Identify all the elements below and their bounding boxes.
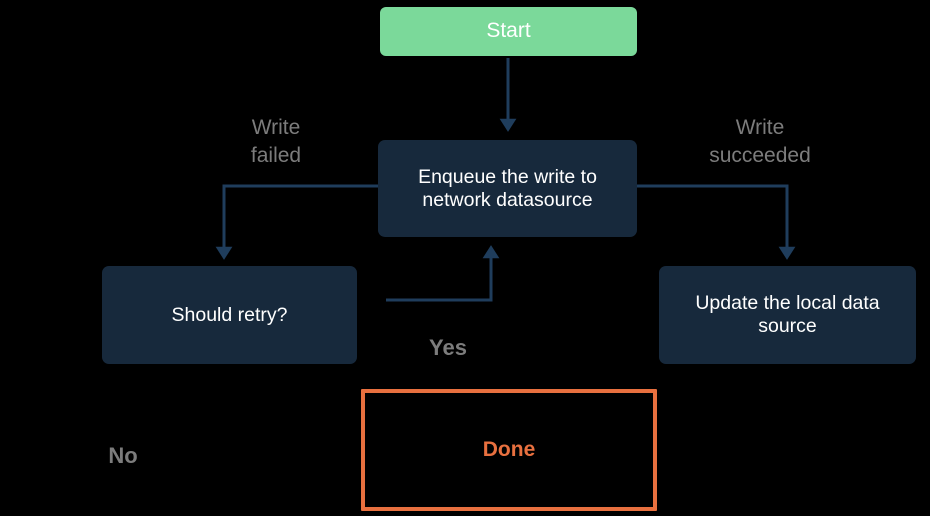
edge-label-write-failed: Write failed [250,116,302,168]
node-enqueue-write[interactable]: Enqueue the write to network datasource [378,140,637,237]
node-should-retry[interactable]: Should retry? [102,266,357,364]
edge-enqueue-to-should-retry [215,184,378,260]
edge-label-write-succeeded: Write succeeded [709,116,811,168]
node-done[interactable]: Done [361,389,657,511]
edge-label-yes: Yes [429,335,467,360]
node-update-local-data-source[interactable]: Update the local data source [659,266,916,364]
edge-should-retry-yes-to-enqueue [386,245,500,302]
node-start[interactable]: Start [380,7,637,56]
edge-enqueue-to-update-local [637,184,796,260]
edge-label-no: No [108,443,138,468]
